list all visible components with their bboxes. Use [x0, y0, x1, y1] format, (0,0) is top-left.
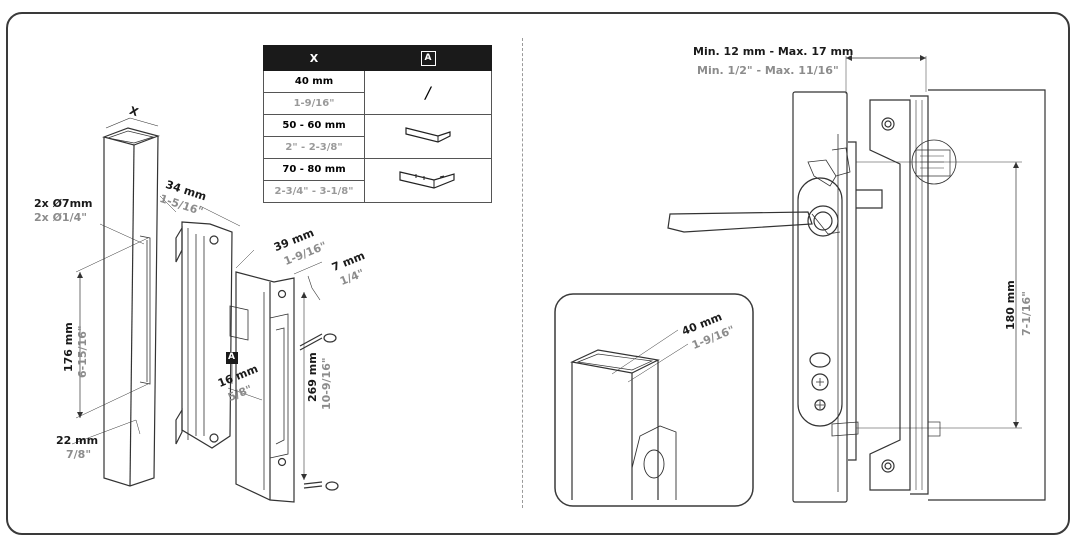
screw-bottom-icon	[303, 481, 339, 491]
insert-a-badge: A	[420, 51, 436, 66]
height-metric-label: 176 mm	[62, 322, 75, 372]
size-table: X A 40 mm / 1-9/16" 50 - 60 mm 2" - 2-3/…	[263, 45, 492, 203]
slash-no-insert-icon: /	[364, 70, 492, 115]
size-table-header: X A	[263, 45, 492, 71]
insert-a-badge-label: A	[228, 352, 235, 362]
range-metric-label: Min. 12 mm - Max. 17 mm	[693, 45, 854, 58]
plate-height-metric-label: 269 mm	[306, 352, 319, 402]
hole-imperial-label: 2x Ø1/4"	[34, 211, 87, 224]
bottom-imperial-label: 7/8"	[66, 448, 92, 461]
spacing-imperial-label: 7-1/16"	[1020, 291, 1033, 336]
frame-profile	[869, 89, 1046, 501]
bottom-metric-label: 22 mm	[56, 434, 99, 447]
lock-keeper-plate	[229, 271, 295, 503]
handle-backplate	[667, 91, 848, 503]
header-a: A	[364, 45, 492, 71]
inset-detail-box	[554, 293, 754, 507]
panel-divider	[522, 38, 523, 508]
screw-top-icon	[299, 333, 337, 351]
table-row: 40 mm /	[263, 70, 492, 115]
mounting-bracket	[175, 221, 233, 449]
plate-height-imperial-label: 10-9/16"	[320, 357, 333, 410]
spacing-metric-label: 180 mm	[1004, 280, 1017, 330]
drawing-frame	[6, 12, 1070, 535]
small-insert-bracket-icon	[364, 114, 492, 159]
table-row: 70 - 80 mm	[263, 158, 492, 203]
large-insert-bracket-icon	[364, 158, 492, 203]
square-post	[102, 127, 160, 487]
range-imperial-label: Min. 1/2" - Max. 11/16"	[697, 64, 839, 77]
hole-metric-label: 2x Ø7mm	[34, 197, 93, 210]
insert-a-marker	[226, 352, 238, 364]
table-row: 2-3/4" - 3-1/8"	[263, 180, 492, 203]
row3-imperial: 2-3/4" - 3-1/8"	[263, 180, 365, 203]
height-imperial-label: 6-15/16"	[76, 325, 89, 378]
